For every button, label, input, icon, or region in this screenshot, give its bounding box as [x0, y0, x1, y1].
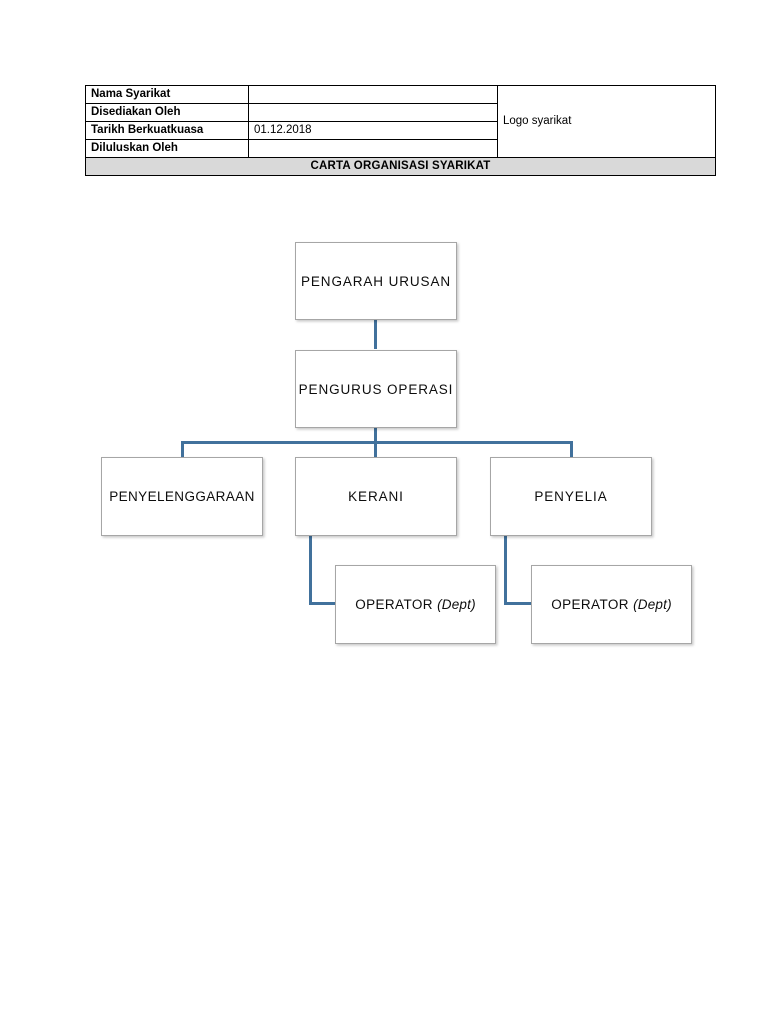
document-header-table: Nama Syarikat Logo syarikat Disediakan O… — [85, 85, 716, 176]
row-label-disediakan-oleh: Disediakan Oleh — [85, 103, 249, 122]
connector-kerani-elbow — [309, 602, 336, 605]
node-label: PENYELENGGARAAN — [109, 489, 255, 504]
node-pengarah-urusan[interactable]: PENGARAH URUSAN — [295, 242, 457, 320]
node-label-dept: (Dept) — [633, 597, 672, 612]
node-label: OPERATOR (Dept) — [355, 597, 476, 612]
node-label: PENYELIA — [534, 489, 608, 504]
connector-penyelia-elbow — [504, 602, 531, 605]
table-row: Tarikh Berkuatkuasa 01.12.2018 — [85, 121, 716, 140]
node-label: PENGURUS OPERASI — [298, 381, 454, 397]
chart-title-banner: CARTA ORGANISASI SYARIKAT — [85, 157, 716, 176]
connector-horizontal-bus — [181, 441, 573, 444]
connector-bus-to-penyelia — [570, 441, 573, 458]
node-label: KERANI — [348, 489, 404, 504]
logo-syarikat-cell: Logo syarikat — [497, 85, 716, 158]
table-row: Nama Syarikat Logo syarikat — [85, 85, 716, 158]
node-label-dept: (Dept) — [437, 597, 476, 612]
table-row: CARTA ORGANISASI SYARIKAT — [85, 157, 716, 176]
node-pengurus-operasi[interactable]: PENGURUS OPERASI — [295, 350, 457, 428]
node-penyelia[interactable]: PENYELIA — [490, 457, 652, 536]
connector-pengarah-to-pengurus — [374, 320, 377, 349]
node-label: OPERATOR (Dept) — [551, 597, 672, 612]
row-label-diluluskan-oleh: Diluluskan Oleh — [85, 139, 249, 158]
row-label-nama-syarikat: Nama Syarikat — [85, 85, 249, 104]
connector-kerani-drop — [309, 536, 312, 605]
table-row: Diluluskan Oleh — [85, 139, 716, 158]
connector-penyelia-drop — [504, 536, 507, 605]
node-kerani[interactable]: KERANI — [295, 457, 457, 536]
connector-bus-to-kerani — [374, 441, 377, 458]
node-operator-kerani[interactable]: OPERATOR (Dept) — [335, 565, 496, 644]
connector-bus-to-penyelenggaraan — [181, 441, 184, 458]
node-penyelenggaraan[interactable]: PENYELENGGARAAN — [101, 457, 263, 536]
connector-pengurus-drop — [374, 428, 377, 444]
row-value-diluluskan-oleh[interactable] — [248, 139, 498, 158]
node-label-role: OPERATOR — [355, 597, 438, 612]
row-value-tarikh-berkuatkuasa[interactable]: 01.12.2018 — [248, 121, 498, 140]
node-operator-penyelia[interactable]: OPERATOR (Dept) — [531, 565, 692, 644]
node-label: PENGARAH URUSAN — [300, 273, 452, 289]
node-label-role: OPERATOR — [551, 597, 634, 612]
